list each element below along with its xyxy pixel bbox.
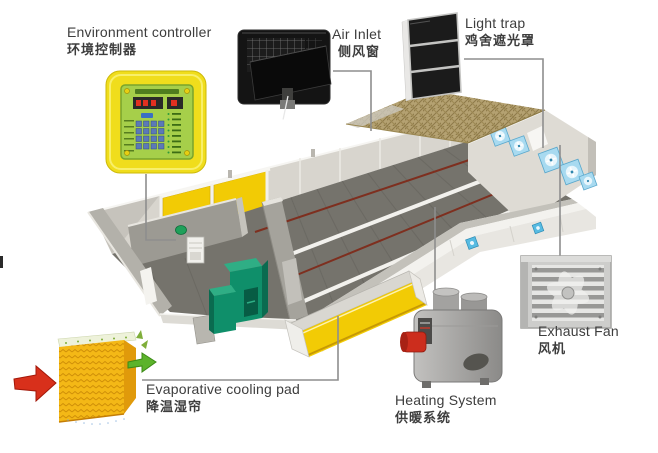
wall-cooling-pad-unit [284,270,428,358]
wall-cabinet [186,236,205,264]
heater-outlet [463,353,489,371]
label-environment-controller-zh: 环境控制器 [67,41,138,57]
label-environment-controller-en: Environment controller [67,24,212,40]
roof-section [345,90,546,144]
service-room-machines [209,258,268,334]
controller-led-displays [133,97,183,109]
pad-fine-print-dots [67,418,125,425]
machine-small [209,285,236,334]
controller-screws [124,88,190,156]
controller-keypad [135,120,165,150]
label-light-trap-zh: 鸡舍遮光罩 [465,32,536,48]
label-light-trap: Light trap 鸡舍遮光罩 [465,15,535,49]
label-evaporative-cooling-pad-zh: 降温湿帘 [146,398,203,414]
label-heating-system-zh: 供暖系统 [395,409,452,425]
cross-wall-door [282,258,302,305]
air-inlet-vent [237,29,332,123]
leader-evaporative-cooling-pad [142,316,339,381]
wall-controller-indicator [175,225,187,235]
label-exhaust-fan-en: Exhaust Fan [538,323,619,339]
leader-air-inlet [333,70,372,131]
environment-controller-unit [105,70,207,174]
label-heating-system-en: Heating System [395,392,497,408]
exhaust-fan-bolts [534,267,602,319]
label-exhaust-fan: Exhaust Fan 风机 [538,323,619,357]
scan-edge-mark [0,256,3,268]
label-light-trap-en: Light trap [465,15,526,31]
label-environment-controller: Environment controller 环境控制器 [67,24,211,58]
machine-large [224,258,268,324]
pad-corrugation [59,340,124,422]
leader-light-trap [464,58,544,148]
corridor-wall [127,197,248,266]
near-wall [284,199,596,358]
heating-system-unit [400,287,503,388]
evaporative-cooling-pad-block [13,330,157,425]
gable-exhaust-fans [489,125,598,191]
controller-indicator-rows [124,113,181,154]
label-evaporative-cooling-pad: Evaporative cooling pad 降温湿帘 [146,381,300,415]
label-exhaust-fan-zh: 风机 [538,340,567,356]
air-inlet-pull-cord [282,95,289,121]
exhaust-fan-unit [520,255,612,329]
airflow-out-arrow [127,352,157,373]
controller-mode-button [141,113,153,118]
label-air-inlet-zh: 侧风窗 [338,43,381,59]
cross-wall [261,197,308,322]
left-end-wall [87,208,172,317]
airflow-in-arrow [13,364,57,403]
label-air-inlet-en: Air Inlet [332,26,382,42]
light-trap-panel [401,12,462,102]
label-evaporative-cooling-pad-en: Evaporative cooling pad [146,381,301,397]
pad-top-plantings [65,330,148,349]
floor-feed-lines [254,152,534,280]
left-wall-door-opening [140,267,157,305]
label-air-inlet: Air Inlet 侧风窗 [332,26,381,60]
near-wall-mini-fans [465,221,545,250]
leader-environment-controller [145,174,176,241]
heater-burner [400,331,427,353]
label-heating-system: Heating System 供暖系统 [395,392,497,426]
